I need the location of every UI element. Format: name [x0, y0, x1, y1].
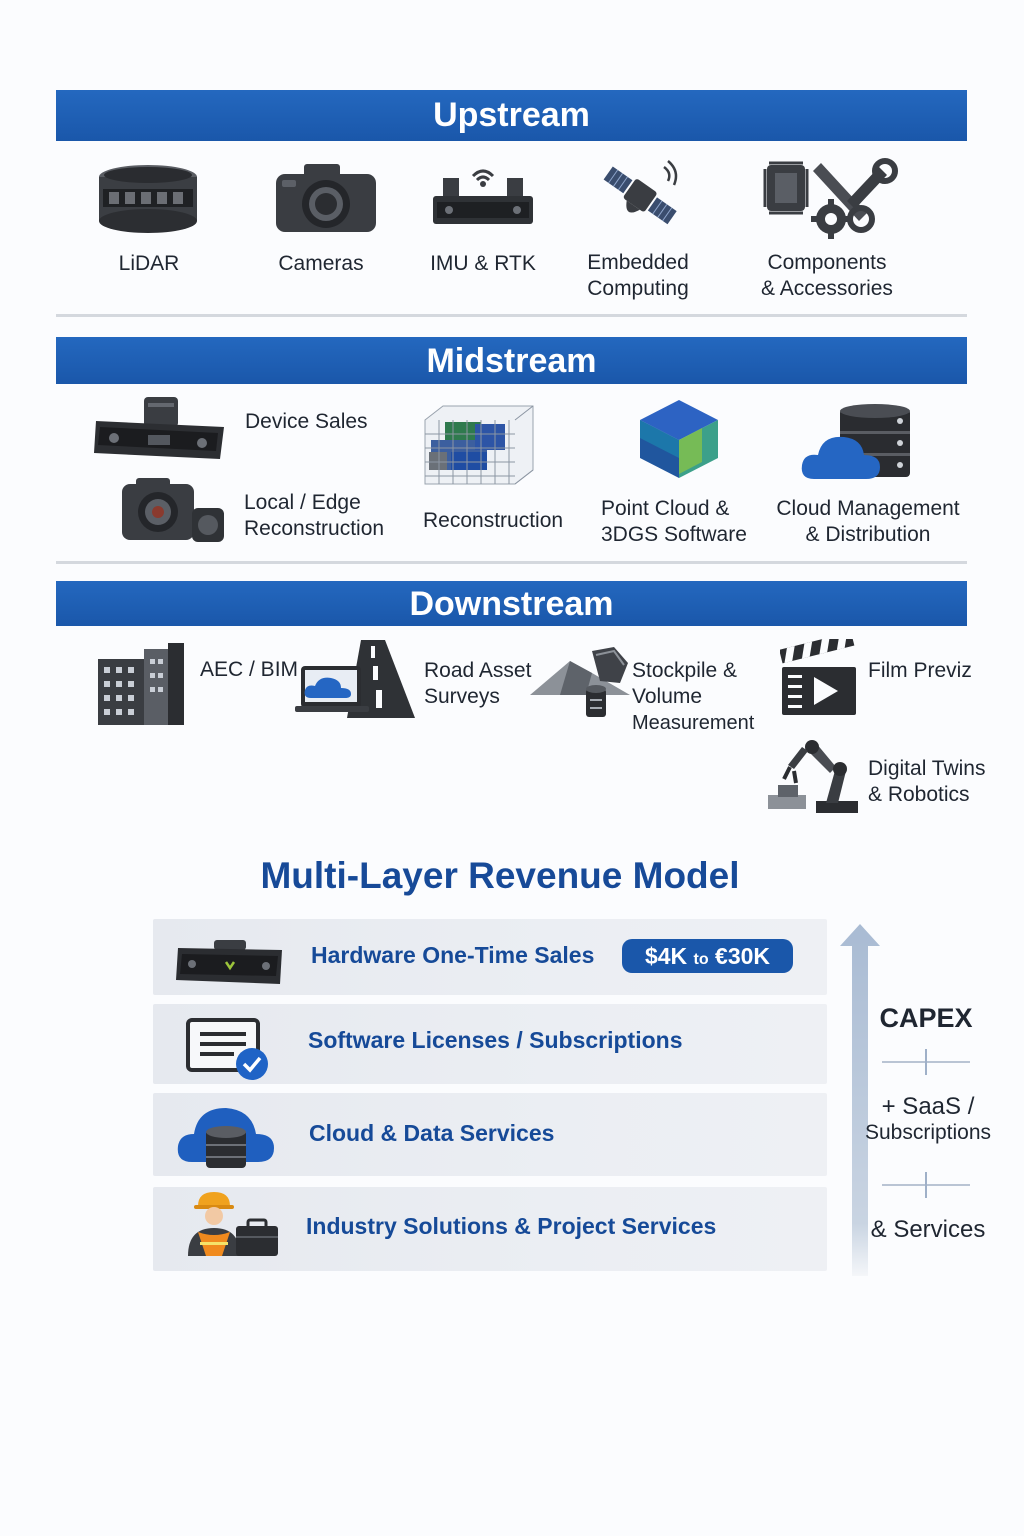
revenue-label-hardware: Hardware One-Time Sales [311, 942, 595, 968]
midstream-label-local-edge-line1: Local / Edge [244, 491, 361, 514]
plus-icon [925, 1049, 927, 1075]
upstream-label-lidar: LiDAR [118, 252, 180, 275]
upstream-label-embedded-line2: Computing [587, 277, 689, 300]
downstream-header: Downstream [56, 581, 967, 626]
side-label-capex: CAPEX [879, 1003, 973, 1033]
upstream-label-components: Components & Accessories [752, 250, 902, 302]
side-label-services: & Services [870, 1216, 986, 1243]
price-badge: $4K to €30K [622, 939, 793, 973]
voxel-grid-icon [424, 405, 534, 485]
downstream-label-stockpile: Stockpile & Volume Measurement [632, 658, 754, 736]
scanner-device-icon [94, 397, 224, 459]
downstream-label-stockpile-line2: Volume [632, 685, 703, 708]
revenue-row-cloud [153, 1093, 827, 1176]
satellite-icon [603, 160, 678, 225]
clapperboard-icon [780, 639, 856, 715]
imu-rtk-icon [433, 169, 533, 224]
downstream-label-road-asset: Road Asset Surveys [424, 658, 531, 710]
downstream-label-road-asset-line1: Road Asset [424, 659, 532, 682]
midstream-label-cloud-management: Cloud Management & Distribution [772, 496, 964, 548]
upstream-header: Upstream [56, 90, 967, 141]
midstream-label-point-cloud-line2: 3DGS Software [601, 523, 747, 546]
revenue-label-cloud: Cloud & Data Services [309, 1120, 555, 1146]
lidar-icon [99, 165, 197, 233]
downstream-label-stockpile-line1: Stockpile & [632, 659, 738, 682]
midstream-label-point-cloud-line1: Point Cloud & [601, 497, 730, 520]
camera-icon [276, 164, 376, 232]
license-icon [186, 1018, 268, 1080]
midstream-label-cloud-management-line1: Cloud Management [776, 497, 960, 520]
upstream-label-components-line2: & Accessories [761, 277, 893, 300]
midstream-label-local-edge-line2: Reconstruction [244, 517, 385, 540]
revenue-title: Multi-Layer Revenue Model [260, 855, 740, 896]
plus-icon [925, 1172, 927, 1198]
downstream-label-digital-twins-line1: Digital Twins [868, 757, 986, 780]
upstream-label-components-line1: Components [767, 251, 887, 274]
downstream-label-road-asset-line2: Surveys [424, 685, 500, 708]
upstream-label-imu-rtk: IMU & RTK [430, 252, 536, 275]
midstream-label-point-cloud: Point Cloud & 3DGS Software [601, 496, 747, 548]
divider [56, 314, 967, 317]
midstream-label-device-sales: Device Sales [245, 410, 368, 433]
midstream-title: Midstream [426, 342, 597, 380]
robot-arm-icon [768, 740, 858, 813]
side-label-saas-line2: Subscriptions [864, 1121, 992, 1144]
midstream-header: Midstream [56, 337, 967, 384]
scanner-icon [176, 940, 282, 984]
divider [56, 561, 967, 564]
building-icon [98, 643, 184, 725]
cloud-data-icon [177, 1108, 274, 1168]
worker-briefcase-icon [188, 1192, 278, 1256]
downstream-label-digital-twins: Digital Twins & Robotics [868, 756, 986, 808]
midstream-label-local-edge: Local / Edge Reconstruction [244, 490, 384, 542]
upstream-title: Upstream [433, 96, 590, 134]
midstream-label-cloud-management-line2: & Distribution [805, 523, 931, 546]
upstream-label-embedded: Embedded Computing [571, 250, 705, 302]
price-from: $4K [644, 943, 688, 969]
downstream-label-stockpile-line3: Measurement [632, 712, 755, 734]
cube-icon [640, 400, 718, 478]
side-label-saas: + SaaS / Subscriptions [858, 1093, 998, 1145]
downstream-label-film-previz: Film Previz [868, 659, 972, 682]
revenue-label-industry: Industry Solutions & Project Services [306, 1213, 717, 1239]
side-label-saas-line1: + SaaS / [881, 1093, 975, 1120]
downstream-label-digital-twins-line2: & Robotics [868, 783, 970, 806]
stockpile-icon [530, 647, 630, 717]
downstream-title: Downstream [409, 585, 614, 623]
upstream-label-embedded-line1: Embedded [587, 251, 689, 274]
edge-camera-icon [122, 478, 224, 542]
price-to: €30K [715, 943, 771, 969]
components-icon [763, 158, 898, 239]
revenue-label-software: Software Licenses / Subscriptions [308, 1027, 683, 1053]
up-arrow-icon [840, 924, 880, 1276]
cloud-database-icon [801, 404, 910, 479]
road-icon [295, 640, 415, 718]
downstream-label-aec-bim: AEC / BIM [200, 658, 299, 681]
midstream-label-reconstruction: Reconstruction [423, 509, 564, 532]
price-to-word: to [693, 951, 709, 968]
upstream-label-cameras: Cameras [278, 252, 364, 275]
